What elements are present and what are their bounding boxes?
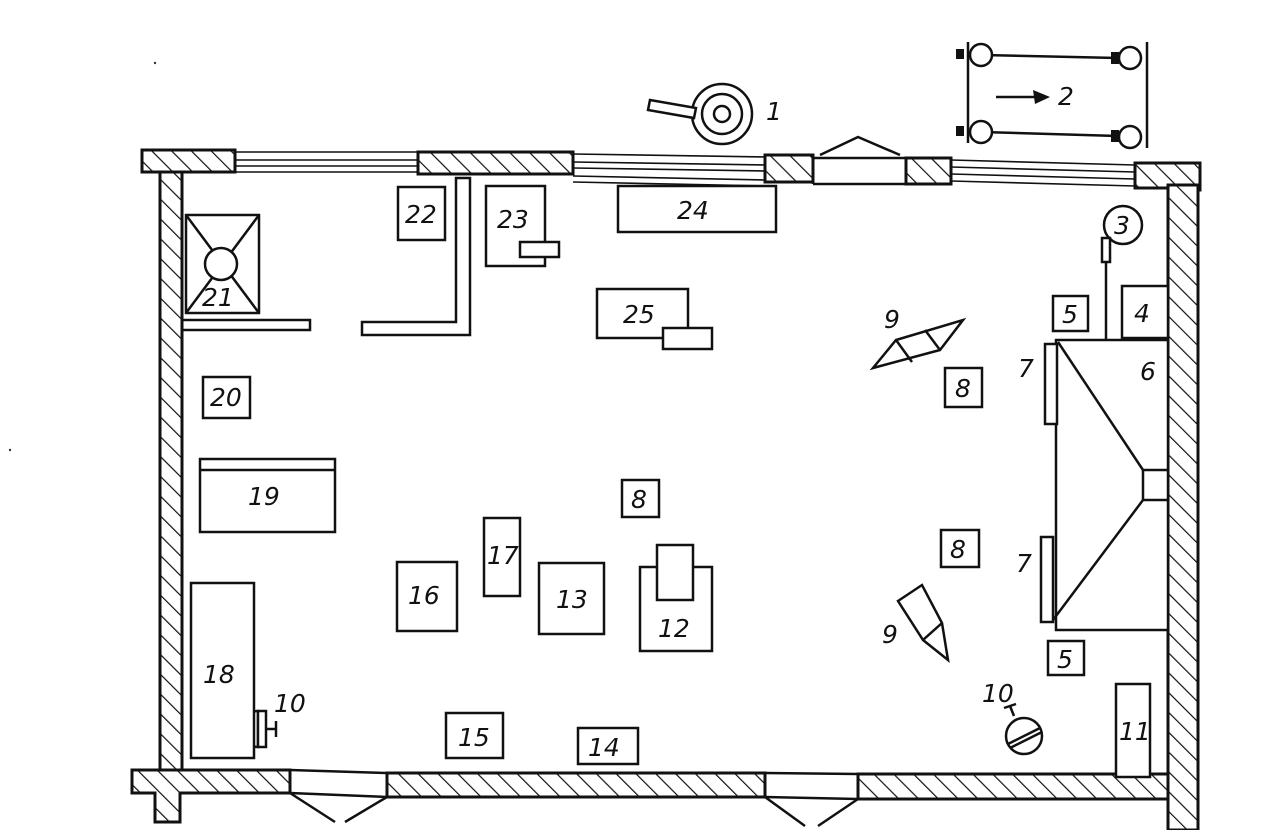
item-22: 22 [396, 185, 447, 242]
item-2: 2 [956, 42, 1149, 150]
speck-2 [8, 448, 12, 452]
wall-left [158, 170, 184, 772]
label-10-right: 10 [982, 679, 1014, 708]
item-15: 15 [444, 711, 505, 760]
label-23: 23 [497, 205, 529, 234]
label-8-c: 8 [950, 535, 966, 564]
item-8-b: 8 [620, 478, 661, 519]
partition-office [360, 176, 472, 337]
item-19: 19 [198, 457, 337, 534]
label-3: 3 [1114, 211, 1130, 240]
windows [235, 151, 1136, 187]
wall-top-pier-3 [904, 156, 953, 186]
label-5-top: 5 [1062, 300, 1078, 329]
wall-top-pier-2 [763, 153, 815, 184]
label-16: 16 [408, 581, 440, 610]
label-10-left: 10 [274, 689, 306, 718]
item-17: 17 [482, 516, 522, 598]
item-7-bottom: 7 [1016, 535, 1055, 624]
label-4: 4 [1134, 299, 1150, 328]
label-21: 21 [202, 283, 234, 312]
item-9-bottom: 9 [882, 583, 950, 664]
item-1: 1 [646, 82, 782, 146]
label-1: 1 [766, 97, 782, 126]
door-bottom-left [289, 768, 388, 824]
label-17: 17 [487, 541, 519, 570]
item-13: 13 [537, 561, 606, 636]
label-24: 24 [677, 196, 709, 225]
item-5-bottom: 5 [1046, 639, 1086, 677]
wall-right [1166, 183, 1200, 830]
label-18: 18 [203, 660, 235, 689]
item-8-a: 8 [943, 366, 984, 409]
item-6: 6 [1052, 338, 1170, 632]
door-bottom-right [764, 771, 859, 828]
label-8-b: 8 [631, 485, 647, 514]
door-top [811, 135, 908, 186]
label-9-top: 9 [884, 305, 900, 334]
item-18: 18 [189, 581, 256, 760]
item-14: 14 [576, 726, 640, 766]
item-12: 12 [638, 543, 714, 653]
label-2: 2 [1058, 82, 1074, 111]
label-19: 19 [248, 482, 280, 511]
label-14: 14 [588, 733, 620, 762]
window-1 [235, 151, 418, 173]
item-3: 3 [1100, 204, 1144, 340]
label-22: 22 [405, 200, 437, 229]
item-5-top: 5 [1051, 294, 1090, 333]
label-8-a: 8 [955, 374, 971, 403]
label-20: 20 [210, 383, 242, 412]
item-25: 25 [595, 287, 714, 351]
partition-upper-left [182, 318, 312, 332]
wall-bottom-mid [385, 771, 767, 799]
window-3 [950, 159, 1136, 187]
item-4: 4 [1120, 284, 1170, 340]
partitions [182, 176, 472, 337]
label-5-bottom: 5 [1057, 645, 1073, 674]
label-7-bottom: 7 [1016, 549, 1032, 578]
wall-top-left [140, 148, 237, 192]
item-24: 24 [616, 184, 778, 234]
label-25: 25 [623, 300, 655, 329]
item-9-top: 9 [869, 305, 967, 371]
label-6: 6 [1140, 357, 1156, 386]
item-10-right: 10 [982, 679, 1044, 756]
label-9-bottom: 9 [882, 620, 898, 649]
item-23: 23 [484, 184, 561, 268]
label-11: 11 [1119, 717, 1151, 746]
item-7-top: 7 [1018, 342, 1059, 426]
item-8-c: 8 [939, 528, 981, 569]
label-13: 13 [556, 585, 588, 614]
label-12: 12 [658, 614, 690, 643]
item-16: 16 [395, 560, 459, 633]
item-21: 21 [184, 213, 261, 315]
wall-bottom-left [130, 768, 292, 824]
label-7-top: 7 [1018, 354, 1034, 383]
wall-top-pier-1 [416, 150, 575, 176]
item-11: 11 [1114, 682, 1152, 779]
doors [289, 135, 908, 828]
item-20: 20 [201, 375, 252, 420]
label-15: 15 [458, 723, 490, 752]
window-2 [572, 153, 766, 187]
speck-1 [153, 61, 157, 65]
